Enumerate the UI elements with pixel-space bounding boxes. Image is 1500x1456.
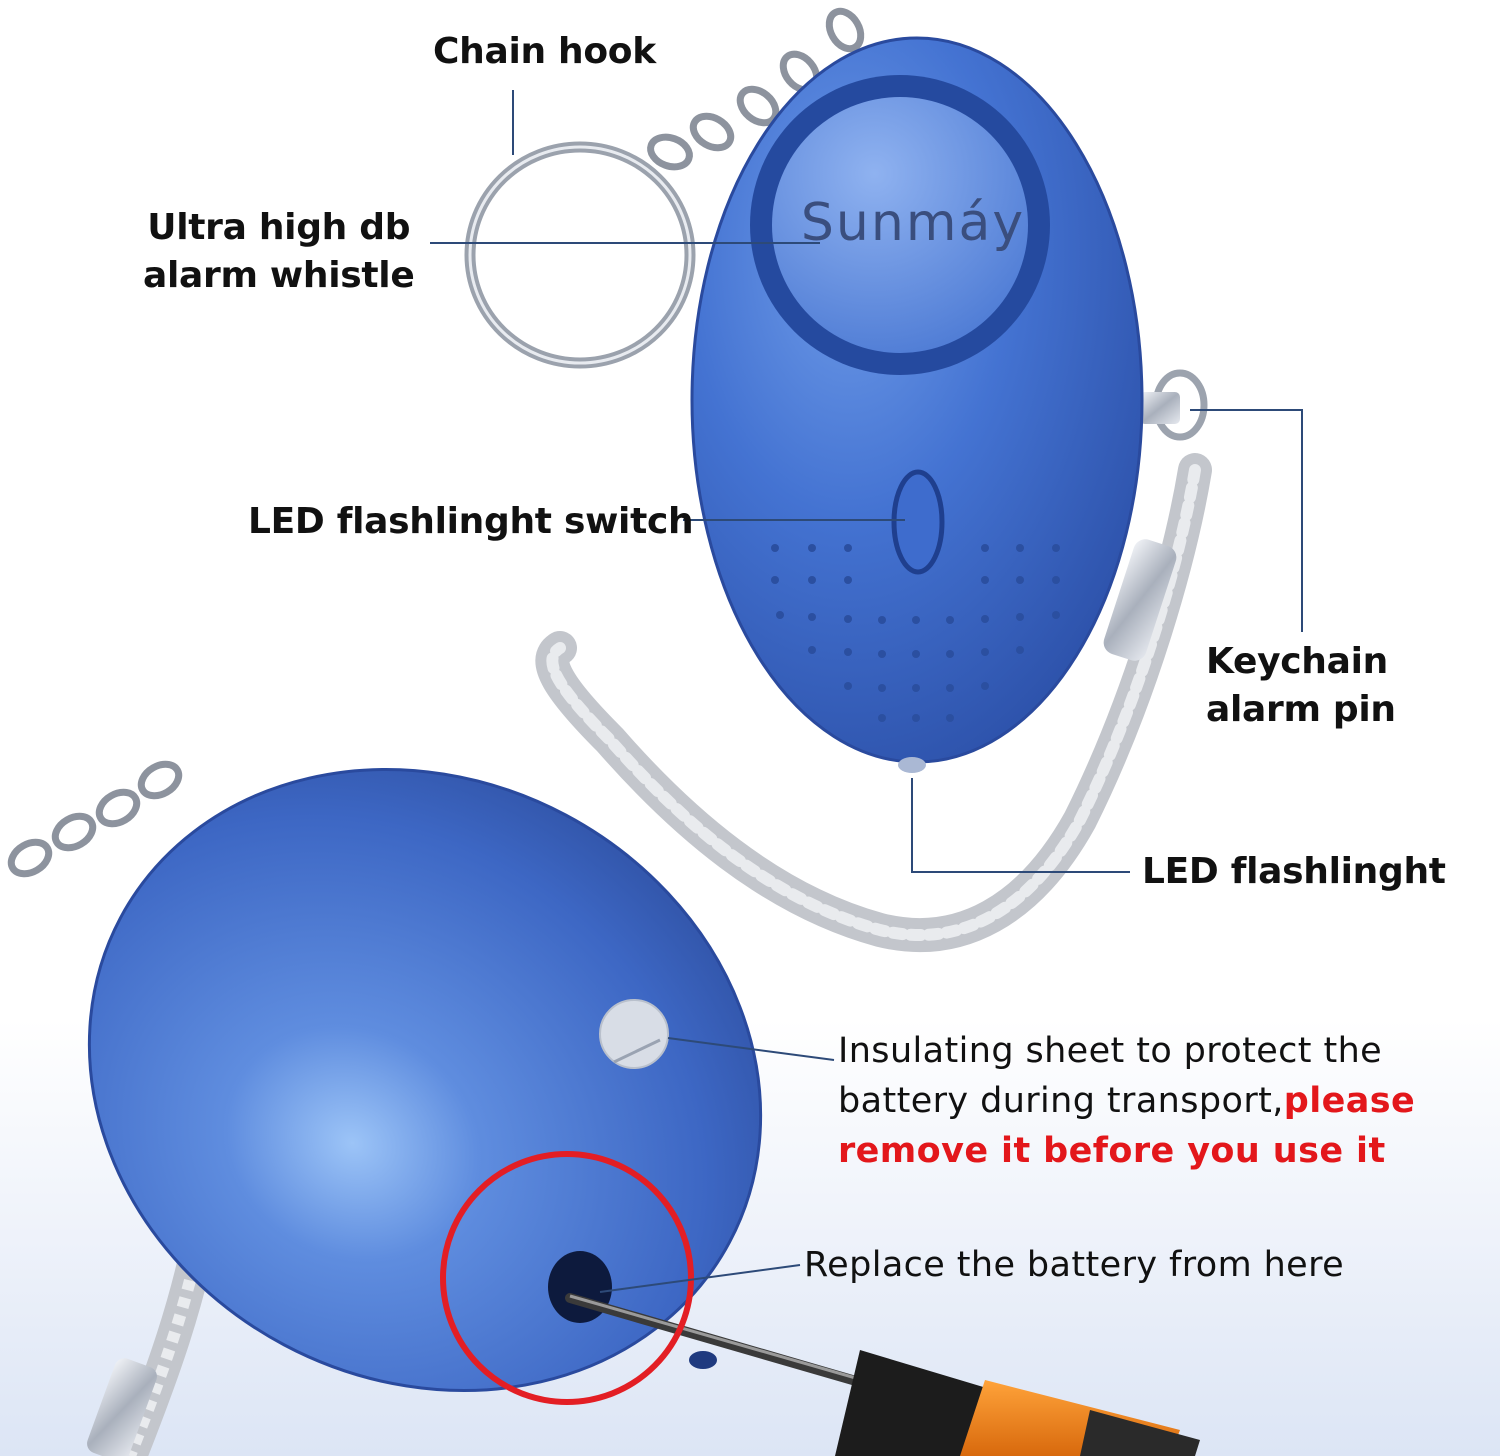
battery-text: Replace the battery from here [804, 1245, 1345, 1285]
top-alarm-device: Sunmáy [464, 7, 1212, 953]
leader-lines [430, 90, 1303, 1293]
whistle-line-1: Ultra high db [147, 207, 411, 248]
insulating-line-1: Insulating sheet to protect the [838, 1031, 1383, 1071]
pin-label: Keychain alarm pin [1206, 638, 1396, 734]
insulating-warning-1: please [1283, 1081, 1416, 1121]
chain-hook-label: Chain hook [433, 28, 656, 76]
switch-label: LED flashlinght switch [248, 498, 694, 546]
flashlight-text: LED flashlinght [1142, 851, 1446, 892]
battery-label: Replace the battery from here [804, 1240, 1344, 1290]
screwdriver-icon [565, 1293, 1200, 1456]
speaker-holes [771, 544, 1060, 722]
chain-icon [7, 760, 183, 878]
chain-hook-text: Chain hook [433, 31, 656, 72]
pin-line-2: alarm pin [1206, 689, 1396, 730]
insulating-line-2: battery during transport, [838, 1081, 1284, 1121]
pin-line-1: Keychain [1206, 641, 1388, 682]
whistle-line-2: alarm whistle [143, 255, 415, 296]
switch-text: LED flashlinght switch [248, 501, 694, 542]
insulating-warning-2: remove it before you use it [838, 1131, 1386, 1171]
brand-logo: Sunmáy [801, 193, 1025, 253]
insulating-label: Insulating sheet to protect the battery … [838, 1026, 1415, 1176]
keyring-icon [464, 141, 696, 369]
whistle-label: Ultra high db alarm whistle [143, 204, 415, 300]
bottom-alarm-device [7, 760, 763, 1456]
flashlight-label: LED flashlinght [1142, 848, 1446, 896]
battery-highlight-circle [440, 1151, 694, 1405]
